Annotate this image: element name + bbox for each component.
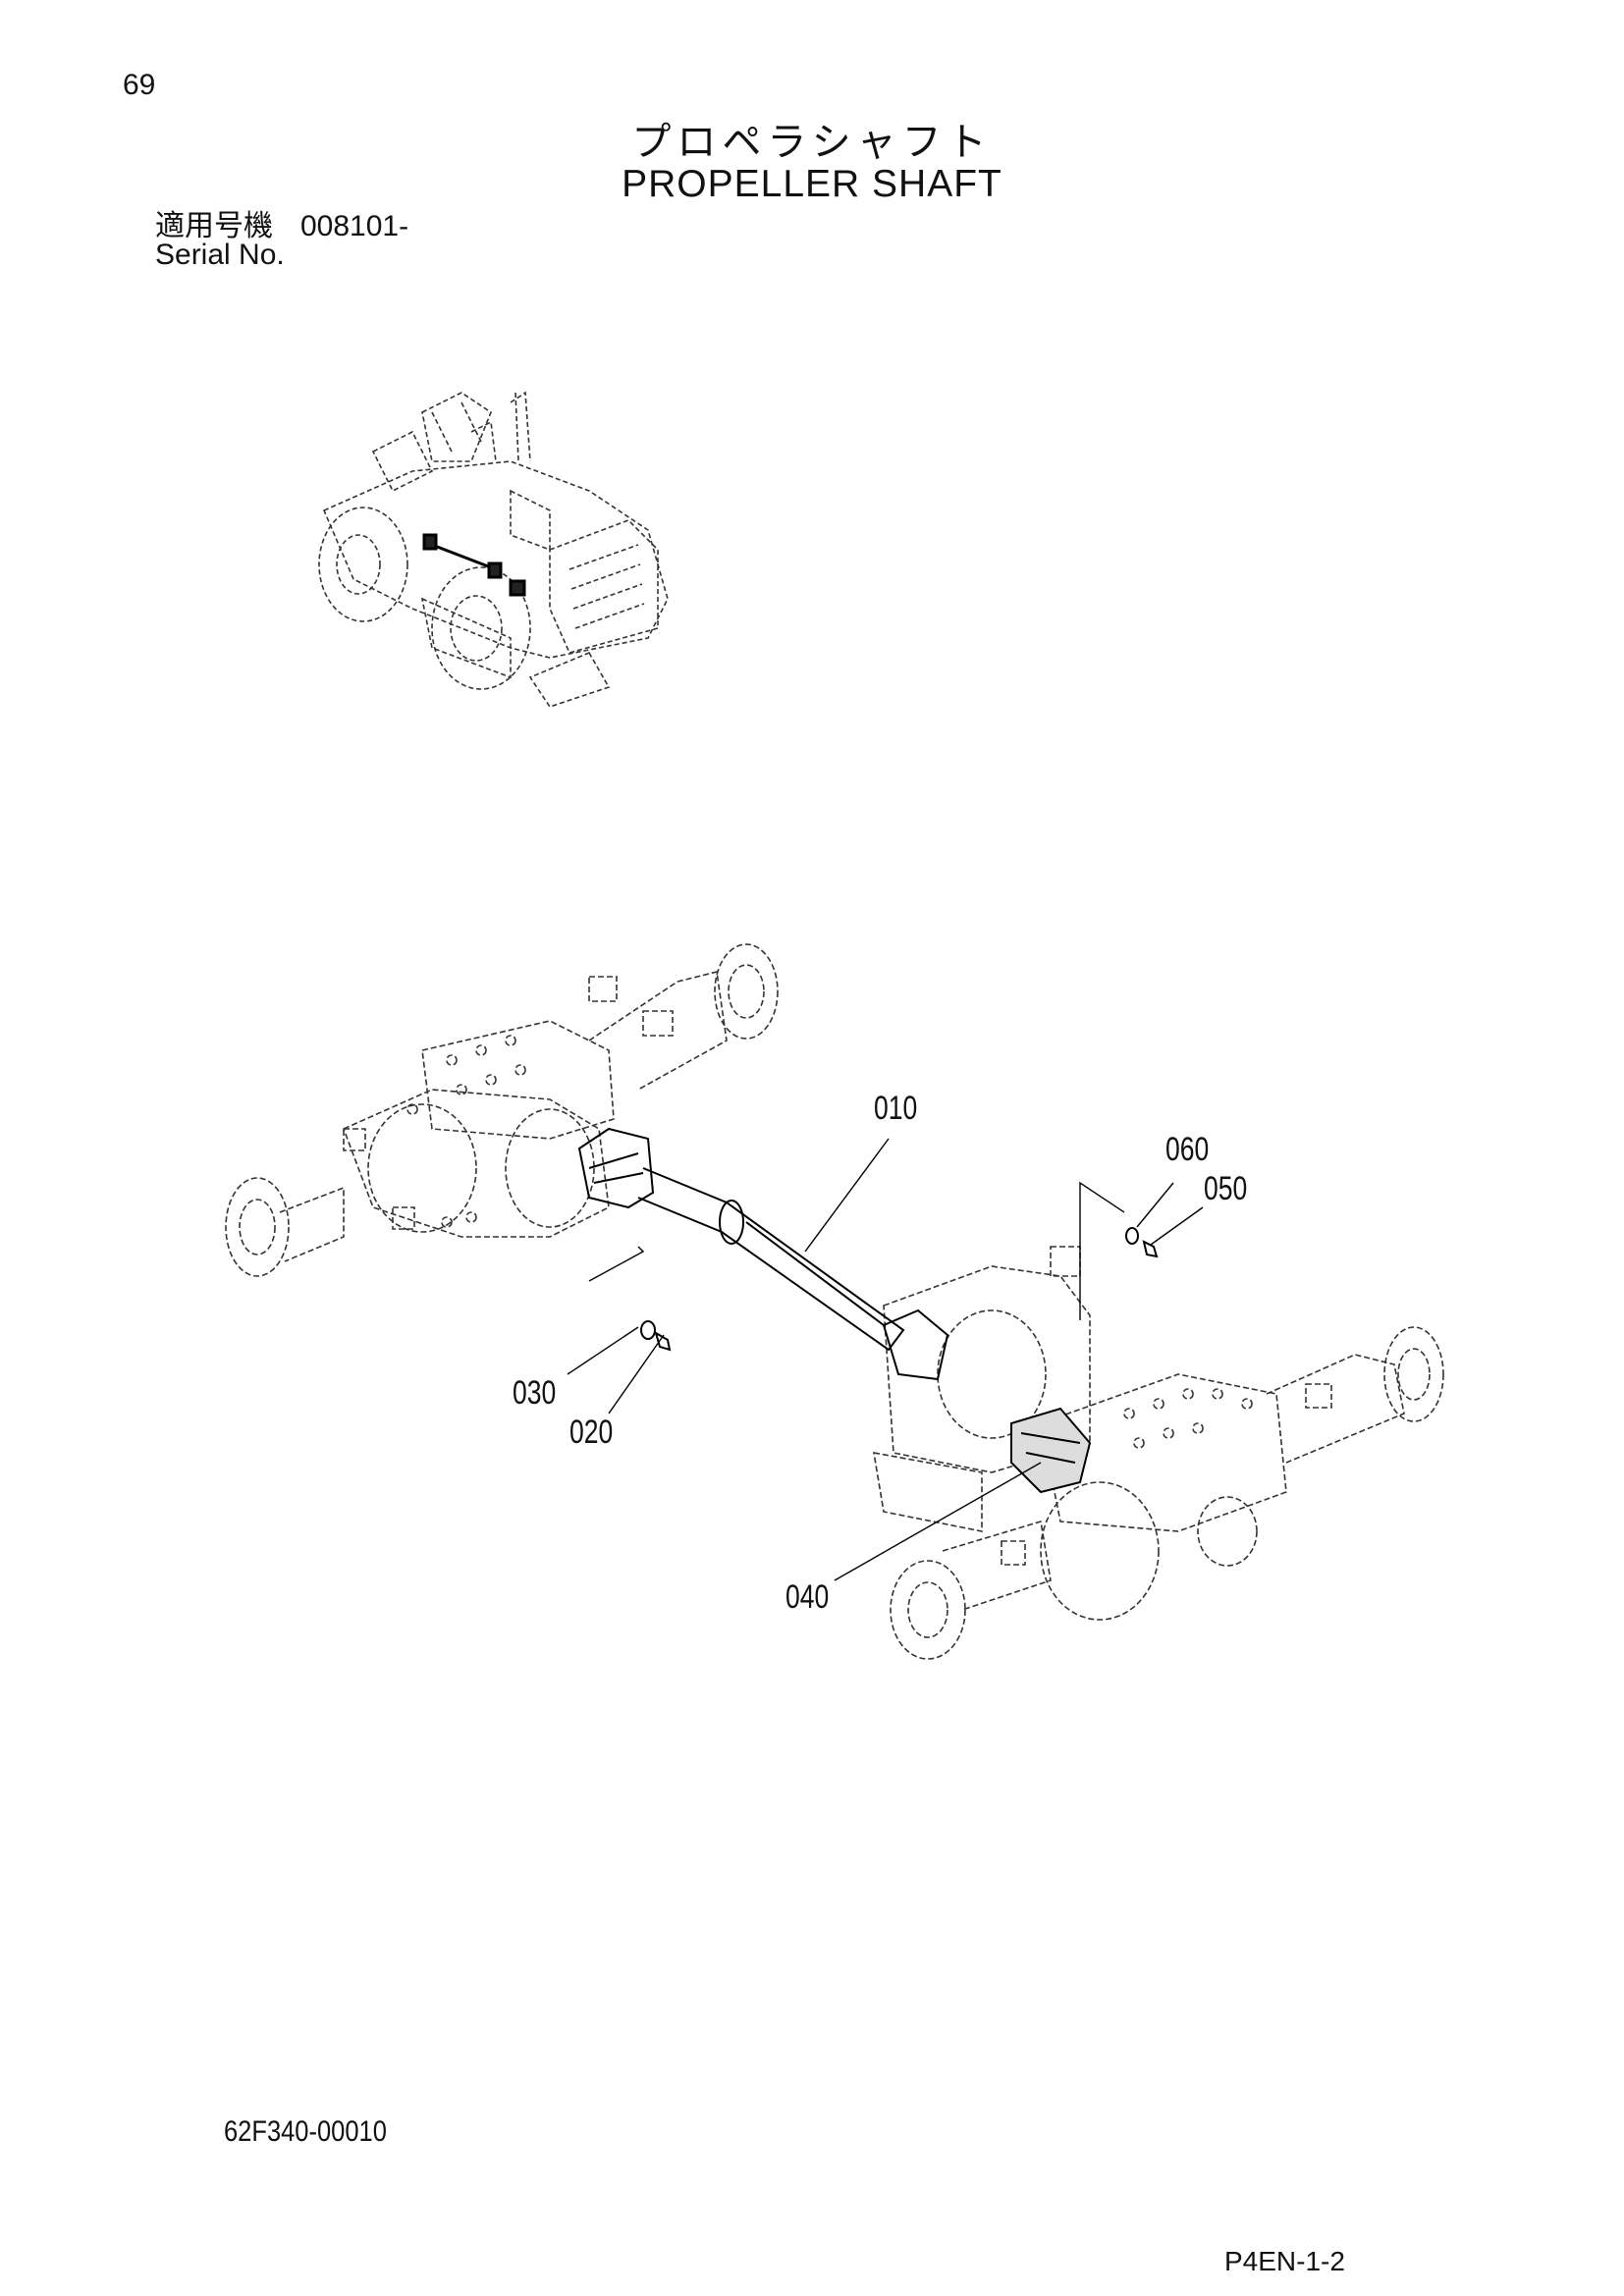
- callout-020: 020: [569, 1414, 614, 1451]
- page-title-japanese: プロペラシャフト: [631, 120, 993, 165]
- callout-040: 040: [785, 1578, 830, 1616]
- overview-shaft-highlight: [424, 535, 524, 595]
- serial-label: Serial No.: [155, 239, 285, 271]
- page-title: PROPELLER SHAFT: [622, 163, 1002, 205]
- propeller-shaft: [579, 1129, 1090, 1492]
- page-number: 69: [123, 69, 156, 101]
- callout-030: 030: [513, 1374, 557, 1412]
- callout-leader-lines: [568, 1139, 1203, 1580]
- callout-010: 010: [874, 1090, 918, 1127]
- axle-assembly-illustration: [226, 944, 1443, 1659]
- machine-overview-illustration: [319, 393, 668, 707]
- drawing-number: 62F340-00010: [224, 2115, 387, 2148]
- page-code: P4EN-1-2: [1224, 2246, 1345, 2276]
- callout-050: 050: [1204, 1170, 1248, 1207]
- fastener-parts: [641, 1228, 1157, 1350]
- serial-number-value: 008101-: [300, 210, 409, 242]
- callout-060: 060: [1165, 1131, 1210, 1168]
- serial-label-jp-text: 適用号機: [155, 209, 273, 243]
- serial-label-japanese: 適用号機 008101-: [155, 201, 408, 244]
